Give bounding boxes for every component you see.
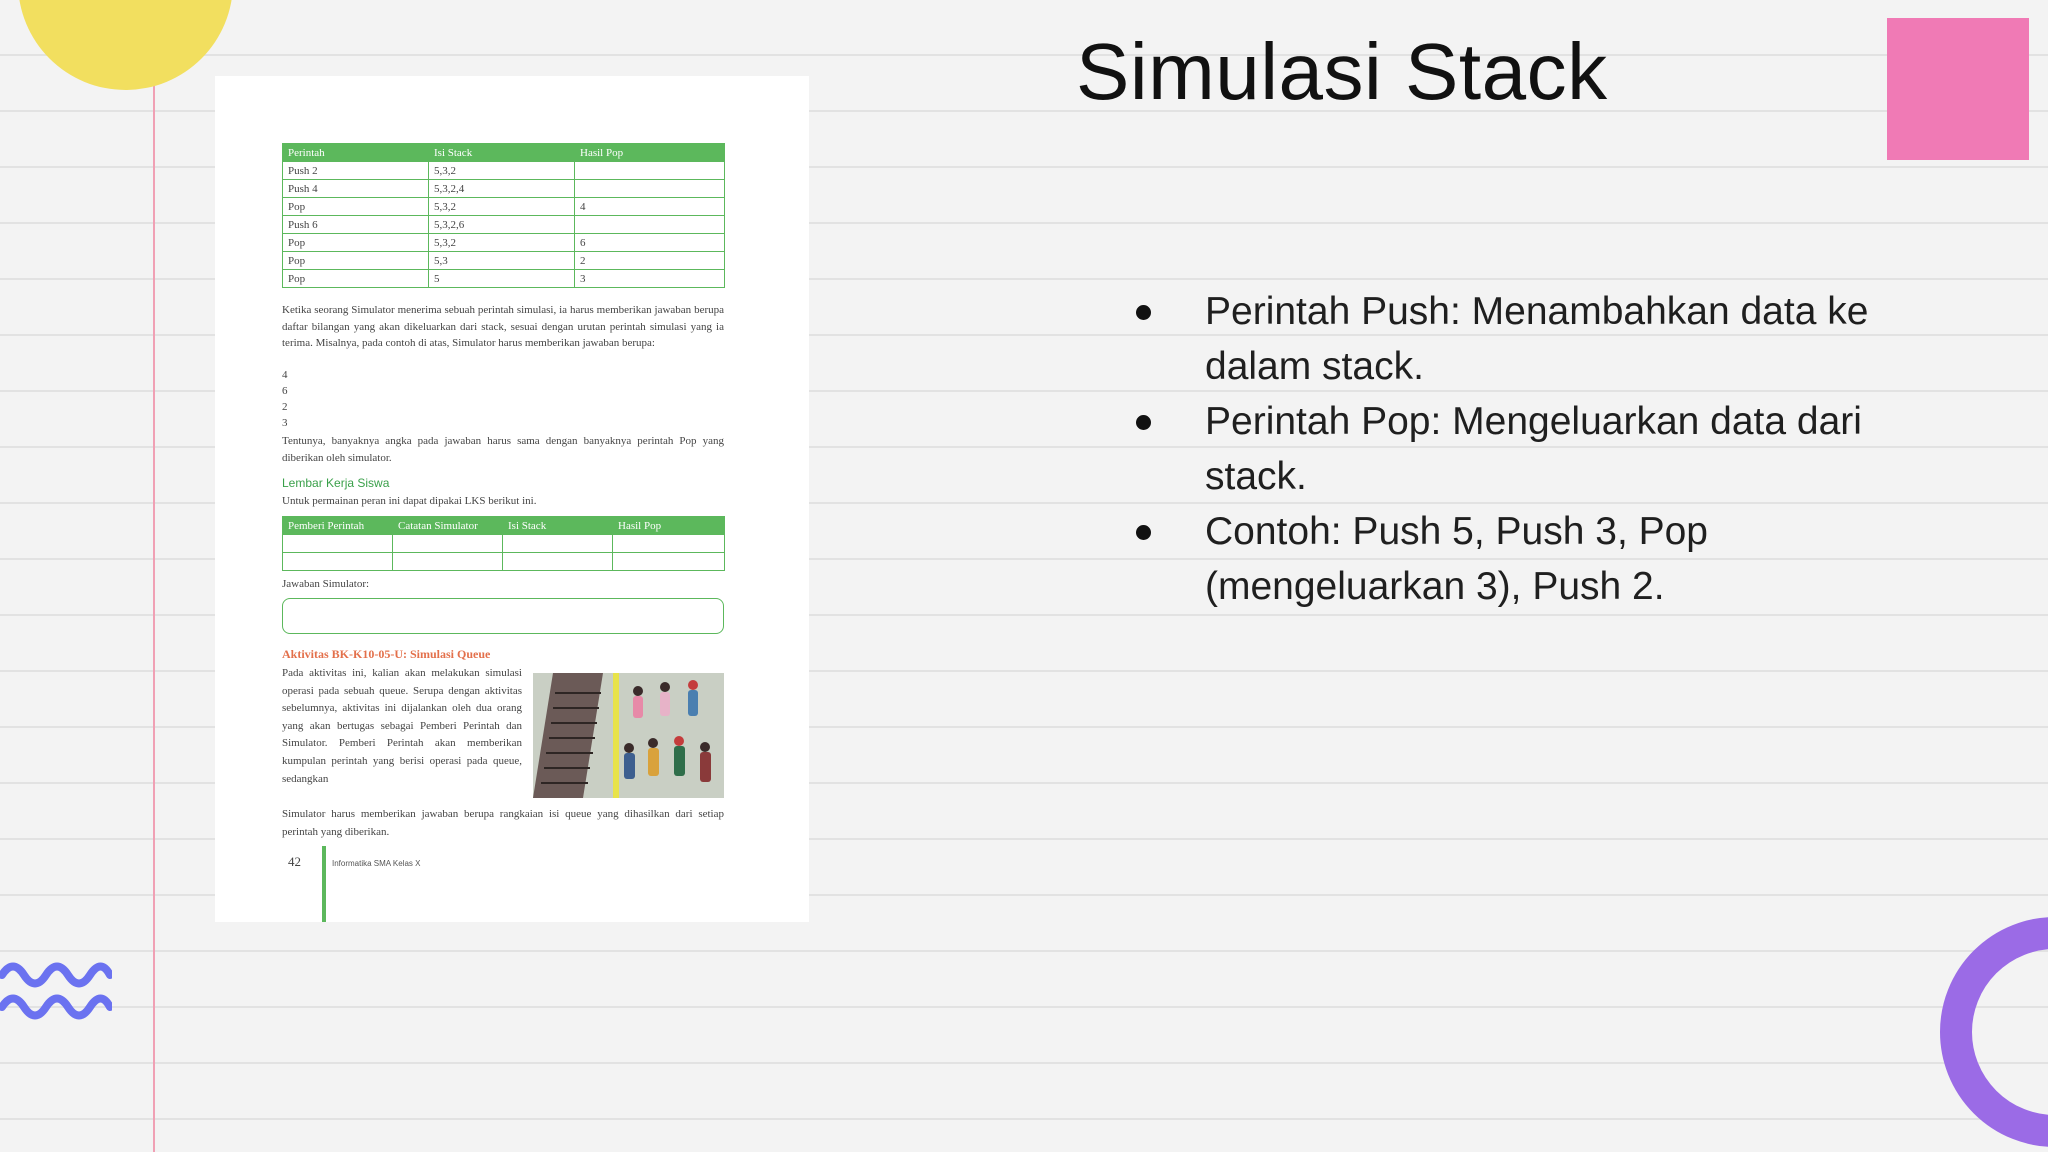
table-header: Hasil Pop xyxy=(612,516,725,535)
table-cell: 5,3,2 xyxy=(428,197,575,216)
table-header: Hasil Pop xyxy=(574,143,725,162)
table-cell xyxy=(574,161,725,180)
table-cell: 2 xyxy=(574,251,725,270)
table-header: Perintah xyxy=(282,143,429,162)
table-cell: 5,3,2,4 xyxy=(428,179,575,198)
table-cell: Pop xyxy=(282,197,429,216)
table-cell xyxy=(612,552,725,571)
purple-arc-decoration xyxy=(1940,917,2048,1147)
answer-value: 6 xyxy=(282,385,288,397)
table-cell xyxy=(502,534,613,553)
wave-decoration xyxy=(0,962,112,1020)
answer-value: 2 xyxy=(282,401,288,413)
bullet-text: Contoh: Push 5, Push 3, Pop (mengeluarka… xyxy=(1205,510,1709,608)
bullet-icon xyxy=(1136,415,1151,430)
page-accent-bar xyxy=(322,846,326,922)
table-cell: Push 2 xyxy=(282,161,429,180)
table-cell: 5,3,2 xyxy=(428,161,575,180)
table-cell xyxy=(392,552,503,571)
table-header: Pemberi Perintah xyxy=(282,516,393,535)
table-cell: 6 xyxy=(574,233,725,252)
page-number: 42 xyxy=(288,854,301,869)
table-cell xyxy=(392,534,503,553)
table-cell xyxy=(612,534,725,553)
table-cell: Push 6 xyxy=(282,215,429,234)
bullet-item: Perintah Push: Menambahkan data ke dalam… xyxy=(1128,284,1928,394)
book-paragraph: Tentunya, banyaknya angka pada jawaban h… xyxy=(282,435,724,464)
queue-illustration xyxy=(533,673,724,798)
table-cell: Pop xyxy=(282,233,429,252)
table-cell: 5,3 xyxy=(428,251,575,270)
table-cell: 5 xyxy=(428,269,575,288)
table-header-row: Pemberi Perintah Catatan Simulator Isi S… xyxy=(282,516,725,535)
table-cell xyxy=(282,552,393,571)
activity-text: Pada aktivitas ini, kalian akan melakuka… xyxy=(282,667,522,785)
table-header: Isi Stack xyxy=(428,143,575,162)
pink-square-decoration xyxy=(1887,18,2029,160)
worksheet-text: Untuk permainan peran ini dapat dipakai … xyxy=(282,495,537,507)
table-cell: 3 xyxy=(574,269,725,288)
book-paragraph: Ketika seorang Simulator menerima sebuah… xyxy=(282,304,724,350)
table-header: Isi Stack xyxy=(502,516,613,535)
worksheet-heading: Lembar Kerja Siswa xyxy=(282,476,390,490)
table-cell: 5,3,2 xyxy=(428,233,575,252)
worksheet-table: Pemberi Perintah Catatan Simulator Isi S… xyxy=(282,516,725,571)
bullet-icon xyxy=(1136,305,1151,320)
activity-text-continued: Simulator harus memberikan jawaban berup… xyxy=(282,808,724,838)
notebook-margin-line xyxy=(153,0,155,1152)
table-cell xyxy=(574,215,725,234)
table-cell: 5,3,2,6 xyxy=(428,215,575,234)
table-cell: 4 xyxy=(574,197,725,216)
table-cell xyxy=(574,179,725,198)
table-header-row: Perintah Isi Stack Hasil Pop xyxy=(282,143,725,162)
jawaban-box xyxy=(282,598,724,634)
activity-title: Aktivitas BK-K10-05-U: Simulasi Queue xyxy=(282,647,491,661)
slide-title: Simulasi Stack xyxy=(1076,27,1608,116)
jawaban-label: Jawaban Simulator: xyxy=(282,578,370,590)
yellow-circle-decoration xyxy=(18,0,233,90)
bullet-icon xyxy=(1136,525,1151,540)
table-cell xyxy=(282,534,393,553)
bullet-text: Perintah Pop: Mengeluarkan data dari sta… xyxy=(1205,400,1862,498)
table-cell: Push 4 xyxy=(282,179,429,198)
table-row xyxy=(282,552,725,571)
bullet-list: Perintah Push: Menambahkan data ke dalam… xyxy=(1128,284,1928,614)
bullet-text: Perintah Push: Menambahkan data ke dalam… xyxy=(1205,290,1869,388)
table-cell: Pop xyxy=(282,269,429,288)
bullet-item: Perintah Pop: Mengeluarkan data dari sta… xyxy=(1128,394,1928,504)
answer-value: 4 xyxy=(282,369,288,381)
answer-list: 4 6 2 3 xyxy=(282,367,288,431)
answer-value: 3 xyxy=(282,417,288,429)
table-cell: Pop xyxy=(282,251,429,270)
table-cell xyxy=(502,552,613,571)
table-header: Catatan Simulator xyxy=(392,516,503,535)
page-footer: Informatika SMA Kelas X xyxy=(332,859,421,868)
queue-illustration-drawing xyxy=(533,673,724,798)
bullet-item: Contoh: Push 5, Push 3, Pop (mengeluarka… xyxy=(1128,504,1928,614)
table-row xyxy=(282,534,725,553)
